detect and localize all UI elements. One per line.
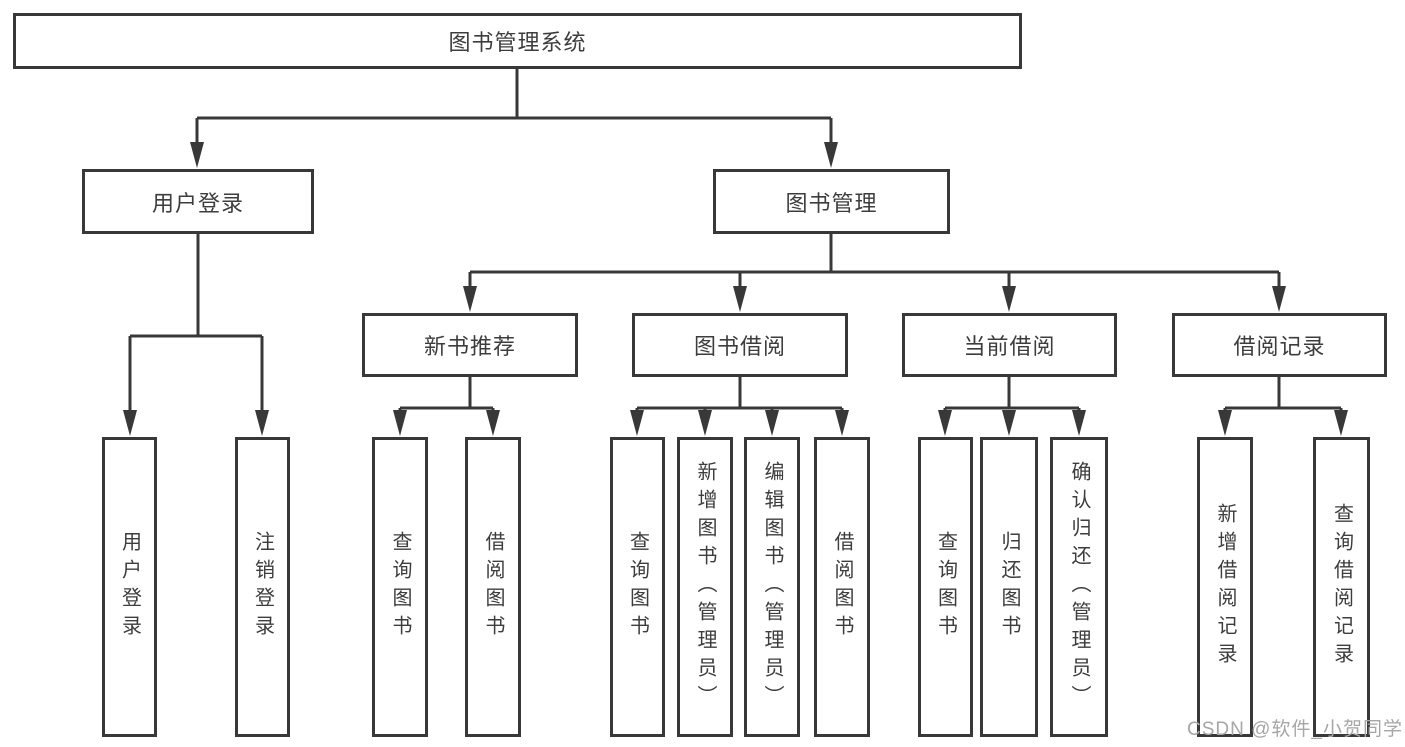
leaf-bb-query-books: 查询图书 bbox=[610, 437, 665, 737]
node-book-borrowing: 图书借阅 bbox=[632, 313, 848, 377]
leaf-logout-label: 注销登录 bbox=[251, 531, 274, 643]
node-book-borrowing-label: 图书借阅 bbox=[693, 334, 786, 359]
leaf-cb-confirm-return-admin-label: 确认归还（管理员） bbox=[1068, 461, 1090, 713]
leaf-bb-query-books-label: 查询图书 bbox=[626, 531, 649, 643]
leaf-br-add-record: 新增借阅记录 bbox=[1197, 437, 1253, 737]
node-user-login-label: 用户登录 bbox=[151, 190, 244, 216]
leaf-cb-return-books: 归还图书 bbox=[980, 437, 1038, 737]
leaf-nbr-query-books: 查询图书 bbox=[372, 437, 428, 737]
leaf-bb-add-books-admin-label: 新增图书（管理员） bbox=[694, 461, 716, 713]
leaf-logout: 注销登录 bbox=[235, 437, 290, 737]
leaf-nbr-borrow-books: 借阅图书 bbox=[465, 437, 521, 737]
node-book-management-system-label: 图书管理系统 bbox=[448, 30, 587, 55]
leaf-br-query-record-label: 查询借阅记录 bbox=[1330, 503, 1353, 671]
csdn-watermark: CSDN @软件_小贺同学 bbox=[1187, 719, 1403, 740]
node-book-management: 图书管理 bbox=[713, 169, 950, 234]
leaf-user-login-label: 用户登录 bbox=[118, 531, 141, 643]
node-borrowing-records-label: 借阅记录 bbox=[1233, 334, 1326, 359]
leaf-bb-add-books-admin: 新增图书（管理员） bbox=[677, 437, 733, 737]
node-user-login: 用户登录 bbox=[82, 169, 314, 234]
leaf-cb-confirm-return-admin: 确认归还（管理员） bbox=[1050, 437, 1108, 737]
leaf-bb-edit-books-admin-label: 编辑图书（管理员） bbox=[761, 461, 783, 713]
node-book-management-system: 图书管理系统 bbox=[13, 13, 1022, 69]
node-borrowing-records: 借阅记录 bbox=[1172, 313, 1387, 377]
leaf-bb-borrow-books: 借阅图书 bbox=[814, 437, 870, 737]
node-new-book-recommendation: 新书推荐 bbox=[362, 313, 578, 377]
node-new-book-recommendation-label: 新书推荐 bbox=[423, 334, 516, 359]
leaf-cb-query-books: 查询图书 bbox=[918, 437, 973, 737]
leaf-br-add-record-label: 新增借阅记录 bbox=[1214, 503, 1236, 671]
node-current-borrowing: 当前借阅 bbox=[902, 313, 1117, 377]
leaf-nbr-borrow-books-label: 借阅图书 bbox=[482, 531, 504, 643]
arrow-down-icons bbox=[123, 142, 1348, 436]
leaf-br-query-record: 查询借阅记录 bbox=[1313, 437, 1370, 737]
connector-lines bbox=[128, 69, 1343, 412]
node-current-borrowing-label: 当前借阅 bbox=[963, 334, 1056, 359]
leaf-cb-return-books-label: 归还图书 bbox=[998, 531, 1020, 643]
node-book-management-label: 图书管理 bbox=[785, 190, 878, 216]
leaf-nbr-query-books-label: 查询图书 bbox=[389, 531, 411, 643]
leaf-user-login: 用户登录 bbox=[102, 437, 157, 737]
leaf-bb-edit-books-admin: 编辑图书（管理员） bbox=[744, 437, 800, 737]
leaf-bb-borrow-books-label: 借阅图书 bbox=[831, 531, 853, 643]
leaf-cb-query-books-label: 查询图书 bbox=[934, 531, 957, 643]
